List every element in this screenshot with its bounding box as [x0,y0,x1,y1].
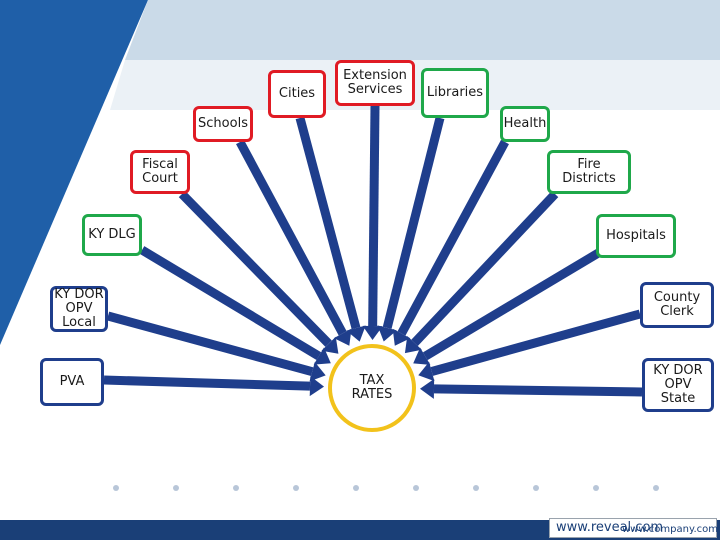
arrowhead-ky-dlg [313,347,331,365]
node-extension-services: Extension Services [335,60,415,106]
node-libraries: Libraries [421,68,489,118]
arrowhead-hospitals [413,347,431,365]
arrowhead-ky-dor-opv-state [419,378,435,399]
arrow-fiscal-court [178,190,332,347]
arrow-county-clerk [430,309,642,376]
arrowhead-ky-dor-opv-local [309,362,326,382]
arrow-ky-dor-opv-state [433,384,643,397]
dot [473,485,479,491]
arrow-cities [295,116,361,330]
footer-url-box [549,518,717,538]
arrowhead-county-clerk [418,361,435,382]
node-county-clerk: County Clerk [640,282,714,328]
node-fiscal-court: Fiscal Court [130,150,190,194]
dot [173,485,179,491]
arrow-ky-dor-opv-local [106,311,314,377]
arrow-libraries [382,116,445,329]
footer-company-url: www.company.com [622,524,718,535]
arrow-pva [103,375,311,391]
arrowhead-libraries [377,325,397,342]
node-schools: Schools [193,106,253,142]
dot [413,485,419,491]
node-fire-districts: Fire Districts [547,150,631,194]
arrow-schools [236,139,347,336]
arrowhead-fire-districts [404,336,422,354]
arrow-health [397,139,509,336]
dot [653,485,659,491]
dot [593,485,599,491]
node-ky-dor-opv-state: KY DOR OPV State [642,358,714,412]
arrow-extension-services [368,105,380,327]
arrow-ky-dlg [139,246,322,360]
node-health: Health [500,106,550,142]
arrowhead-pva [309,376,325,397]
center-node-tax-rates: TAX RATES [328,344,416,432]
dot [233,485,239,491]
node-ky-dor-opv-local: KY DOR OPV Local [50,286,108,332]
footer-watermark: www.reveal.com [556,520,664,535]
arrowhead-schools [333,328,352,346]
node-hospitals: Hospitals [596,214,676,258]
arrowhead-health [392,328,411,346]
node-cities: Cities [268,70,326,118]
arrow-hospitals [422,248,603,361]
arrow-fire-districts [411,190,559,346]
node-ky-dlg: KY DLG [82,214,142,256]
top-fade-band [110,60,720,110]
dot [353,485,359,491]
top-light-band [125,0,720,60]
dot [533,485,539,491]
dot [113,485,119,491]
arrowhead-fiscal-court [321,336,339,354]
dot [293,485,299,491]
arrowhead-extension-services [362,325,383,341]
node-pva: PVA [40,358,104,406]
footer-bar [0,520,720,540]
left-blue-band [0,0,148,345]
